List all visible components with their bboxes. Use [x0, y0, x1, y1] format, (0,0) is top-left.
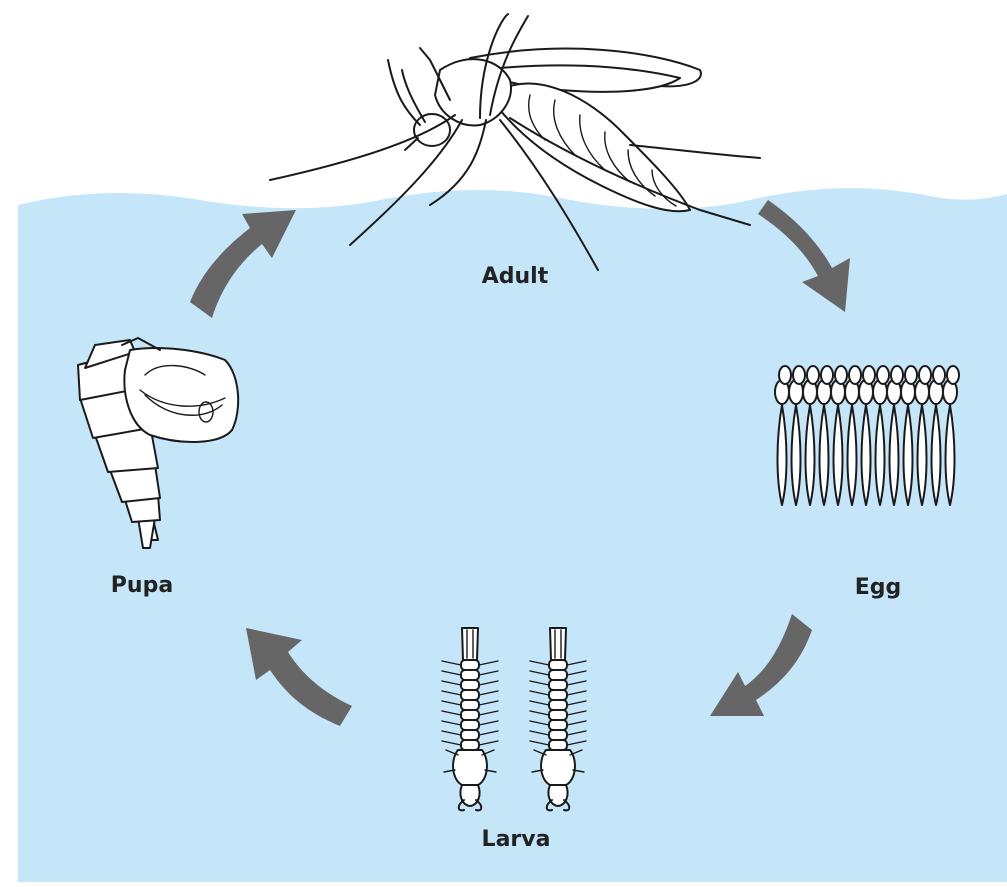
stage-label-adult: Adult	[482, 264, 549, 289]
stage-label-pupa: Pupa	[111, 573, 173, 598]
stage-label-larva: Larva	[482, 827, 551, 852]
water-background	[18, 188, 1007, 882]
stage-label-egg: Egg	[855, 575, 902, 600]
